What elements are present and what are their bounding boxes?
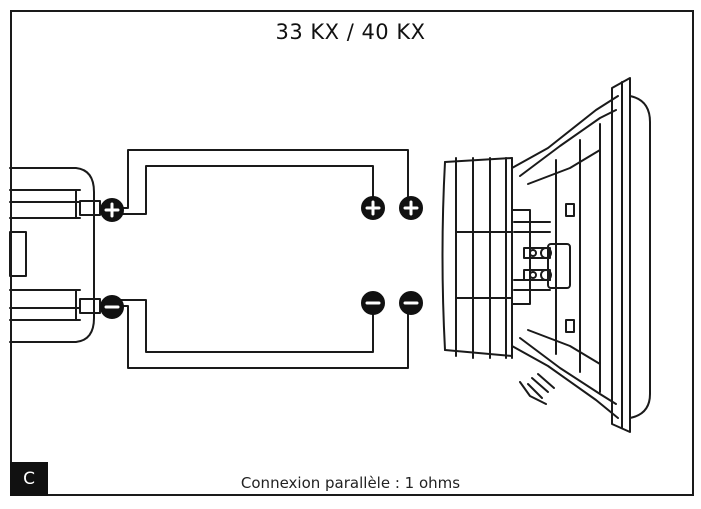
minus-terminal-icon [361, 291, 385, 315]
wire-positive-outer [111, 149, 409, 209]
minus-terminal-icon [399, 291, 423, 315]
section-badge: C [10, 462, 48, 496]
plus-terminal-icon [100, 198, 124, 222]
plus-terminal-icon [361, 196, 385, 220]
minus-terminal-icon [100, 295, 124, 319]
wire-positive-inner [111, 165, 374, 215]
wire-negative-inner [111, 299, 374, 353]
diagram-title: 33 KX / 40 KX [275, 20, 426, 44]
wires [111, 149, 409, 369]
plus-terminal-icon [399, 196, 423, 220]
speaker [441, 77, 651, 433]
diagram-caption: Connexion parallèle : 1 ohms [240, 474, 461, 492]
amplifier [9, 167, 101, 343]
wire-negative-outer [111, 302, 409, 369]
